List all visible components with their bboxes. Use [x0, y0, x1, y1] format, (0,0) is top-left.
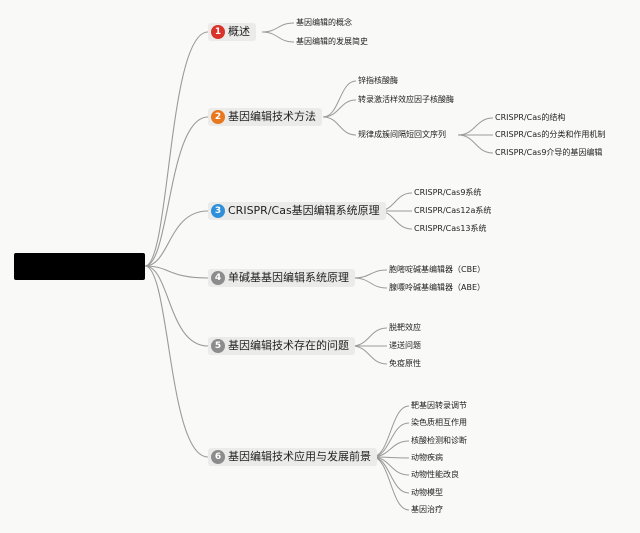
- leaf-item[interactable]: 递送问题: [389, 341, 421, 350]
- branch-methods[interactable]: 2 基因编辑技术方法: [208, 108, 322, 126]
- trunk-line-5: [144, 265, 209, 347]
- number-badge-1: 1: [211, 25, 225, 39]
- branch-crispr-principle[interactable]: 3 CRISPR/Cas基因编辑系统原理: [208, 202, 386, 220]
- branch-line: [261, 22, 295, 33]
- root-node[interactable]: [14, 253, 145, 280]
- leaf-item[interactable]: 基因治疗: [411, 505, 443, 514]
- leaf-item[interactable]: 规律成簇间隔短回文序列: [358, 130, 446, 139]
- leaf-item[interactable]: 脱靶效应: [389, 323, 421, 332]
- branch-line: [457, 117, 494, 136]
- branch-line: [371, 456, 410, 494]
- branch-label: 基因编辑技术方法: [228, 110, 316, 123]
- leaf-item[interactable]: 基因编辑的概念: [296, 18, 352, 27]
- leaf-item[interactable]: 动物疾病: [411, 453, 443, 462]
- branch-base-editing[interactable]: 4 单碱基基因编辑系统原理: [208, 269, 355, 287]
- branch-label: 基因编辑技术存在的问题: [228, 339, 349, 352]
- branch-problems[interactable]: 5 基因编辑技术存在的问题: [208, 337, 355, 355]
- number-badge-6: 6: [211, 450, 225, 464]
- branch-line: [261, 31, 295, 43]
- branch-label: 概述: [228, 25, 250, 38]
- leaf-item[interactable]: 锌指核酸酶: [358, 76, 398, 85]
- sub-leaf-item[interactable]: CRISPR/Cas9介导的基因编辑: [495, 148, 603, 157]
- leaf-item[interactable]: 靶基因转录调节: [411, 401, 467, 410]
- number-badge-3: 3: [211, 204, 225, 218]
- number-badge-2: 2: [211, 110, 225, 124]
- leaf-item[interactable]: 动物模型: [411, 488, 443, 497]
- leaf-item[interactable]: 胞嘧啶碱基编辑器（CBE）: [389, 265, 486, 274]
- number-badge-4: 4: [211, 271, 225, 285]
- leaf-item[interactable]: 核酸检测和诊断: [411, 436, 467, 445]
- branch-line: [351, 345, 388, 365]
- leaf-item[interactable]: CRISPR/Cas12a系统: [414, 206, 492, 215]
- branch-line: [353, 269, 388, 279]
- leaf-item[interactable]: CRISPR/Cas13系统: [414, 224, 487, 233]
- branch-line: [322, 80, 357, 118]
- branch-applications[interactable]: 6 基因编辑技术应用与发展前景: [208, 448, 377, 466]
- branch-line: [457, 134, 494, 154]
- branch-line: [371, 456, 410, 476]
- branch-line: [371, 456, 410, 511]
- leaf-item[interactable]: 动物性能改良: [411, 470, 459, 479]
- trunk-line-2: [144, 116, 209, 267]
- branch-label: 基因编辑技术应用与发展前景: [228, 450, 371, 463]
- leaf-item[interactable]: 免疫原性: [389, 359, 421, 368]
- sub-leaf-item[interactable]: CRISPR/Cas的分类和作用机制: [495, 130, 606, 139]
- trunk-line-6: [144, 265, 209, 458]
- branch-label: CRISPR/Cas基因编辑系统原理: [228, 204, 380, 217]
- trunk-line-3: [144, 210, 209, 267]
- number-badge-5: 5: [211, 339, 225, 353]
- leaf-item[interactable]: 基因编辑的发展简史: [296, 37, 368, 46]
- branch-line: [353, 277, 388, 289]
- branch-line: [371, 422, 410, 458]
- trunk-line-4: [144, 265, 209, 279]
- branch-overview[interactable]: 1 概述: [208, 23, 256, 41]
- branch-line: [322, 116, 357, 136]
- leaf-item[interactable]: 腺嘌呤碱基编辑器（ABE）: [389, 283, 486, 292]
- branch-line: [322, 99, 357, 118]
- leaf-item[interactable]: CRISPR/Cas9系统: [414, 188, 482, 197]
- branch-line: [351, 327, 388, 347]
- trunk-line-1: [144, 31, 209, 267]
- branch-label: 单碱基基因编辑系统原理: [228, 271, 349, 284]
- sub-leaf-item[interactable]: CRISPR/Cas的结构: [495, 113, 566, 122]
- leaf-item[interactable]: 转录激活样效应因子核酸酶: [358, 95, 454, 104]
- leaf-item[interactable]: 染色质相互作用: [411, 418, 467, 427]
